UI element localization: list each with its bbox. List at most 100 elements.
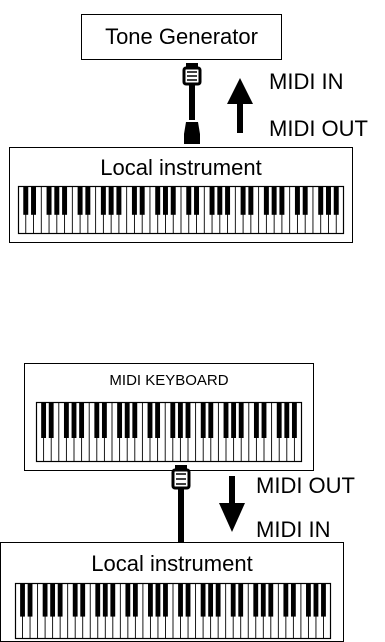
black-key bbox=[260, 583, 266, 617]
black-key bbox=[46, 186, 52, 215]
black-key bbox=[110, 583, 116, 617]
black-key bbox=[57, 583, 63, 617]
black-key bbox=[27, 583, 33, 617]
black-key bbox=[217, 186, 223, 215]
black-key bbox=[200, 583, 206, 617]
black-key bbox=[200, 402, 206, 438]
black-key bbox=[194, 186, 200, 215]
black-key bbox=[139, 186, 145, 215]
local-instrument-box: Local instrument bbox=[0, 542, 344, 642]
black-key bbox=[240, 186, 246, 215]
black-key bbox=[333, 186, 339, 215]
black-key bbox=[230, 583, 236, 617]
black-key bbox=[291, 402, 297, 438]
black-key bbox=[263, 186, 269, 215]
black-key bbox=[208, 583, 214, 617]
piano-keyboard bbox=[17, 185, 345, 235]
black-key bbox=[248, 186, 254, 215]
black-key bbox=[223, 402, 229, 438]
black-key bbox=[318, 186, 324, 215]
black-key bbox=[20, 583, 25, 617]
black-key bbox=[132, 402, 138, 438]
black-key bbox=[116, 186, 122, 215]
black-key bbox=[108, 186, 114, 215]
black-key bbox=[321, 583, 326, 617]
black-key bbox=[79, 402, 85, 438]
black-key bbox=[209, 186, 215, 215]
black-key bbox=[177, 402, 183, 438]
black-key bbox=[313, 583, 319, 617]
black-key bbox=[48, 402, 54, 438]
piano-keyboard bbox=[35, 401, 303, 463]
local-instrument-label: Local instrument bbox=[100, 155, 262, 180]
tone-generator-label: Tone Generator bbox=[105, 24, 258, 49]
midi-out-label: MIDI OUT bbox=[256, 473, 355, 498]
black-key bbox=[231, 402, 237, 438]
black-key bbox=[238, 402, 244, 438]
black-key bbox=[284, 402, 290, 438]
black-key bbox=[71, 402, 77, 438]
midi-keyboard-label: MIDI KEYBOARD bbox=[109, 372, 229, 389]
black-key bbox=[148, 583, 153, 617]
midi-in-label: MIDI IN bbox=[256, 517, 331, 542]
black-key bbox=[276, 402, 282, 438]
black-key bbox=[41, 402, 47, 438]
black-key bbox=[94, 402, 100, 438]
black-key bbox=[290, 583, 296, 617]
arrow-up-icon bbox=[227, 78, 253, 133]
midi-cable-icon bbox=[182, 63, 202, 144]
black-key bbox=[208, 402, 214, 438]
black-key bbox=[325, 186, 331, 215]
tone-generator-box: Tone Generator bbox=[81, 14, 282, 60]
black-key bbox=[50, 583, 56, 617]
black-key bbox=[170, 402, 176, 438]
black-key bbox=[77, 186, 83, 215]
black-key bbox=[72, 583, 78, 617]
local-instrument-label: Local instrument bbox=[91, 551, 253, 576]
black-key bbox=[261, 402, 267, 438]
midi-out-label: MIDI OUT bbox=[269, 116, 368, 141]
black-key bbox=[215, 583, 221, 617]
black-key bbox=[283, 583, 289, 617]
black-key bbox=[131, 186, 137, 215]
black-key bbox=[271, 186, 277, 215]
black-key bbox=[170, 186, 176, 215]
black-key bbox=[302, 186, 308, 215]
black-key bbox=[294, 186, 300, 215]
midi-keyboard-box: MIDI KEYBOARD bbox=[24, 363, 314, 471]
black-key bbox=[95, 583, 101, 617]
black-key bbox=[178, 583, 183, 617]
local-instrument-box: Local instrument bbox=[9, 147, 353, 243]
black-key bbox=[54, 186, 60, 215]
black-key bbox=[162, 186, 168, 215]
black-key bbox=[155, 583, 161, 617]
black-key bbox=[102, 583, 108, 617]
black-key bbox=[23, 186, 29, 215]
black-key bbox=[185, 583, 191, 617]
black-key bbox=[101, 402, 107, 438]
black-key bbox=[85, 186, 91, 215]
black-key bbox=[225, 186, 231, 215]
black-key bbox=[62, 186, 68, 215]
black-key bbox=[253, 402, 259, 438]
black-key bbox=[125, 583, 131, 617]
black-key bbox=[155, 186, 161, 215]
piano-keyboard bbox=[14, 582, 332, 640]
black-key bbox=[124, 402, 130, 438]
black-key bbox=[117, 402, 123, 438]
black-key bbox=[253, 583, 259, 617]
black-key bbox=[100, 186, 106, 215]
black-key bbox=[80, 583, 86, 617]
black-key bbox=[268, 583, 274, 617]
black-key bbox=[155, 402, 161, 438]
black-key bbox=[186, 186, 192, 215]
black-key bbox=[238, 583, 244, 617]
black-key bbox=[132, 583, 138, 617]
black-key bbox=[279, 186, 285, 215]
black-key bbox=[31, 186, 37, 215]
black-key bbox=[185, 402, 191, 438]
black-key bbox=[163, 583, 168, 617]
black-key bbox=[147, 402, 153, 438]
midi-in-label: MIDI IN bbox=[269, 69, 344, 94]
black-key bbox=[63, 402, 69, 438]
